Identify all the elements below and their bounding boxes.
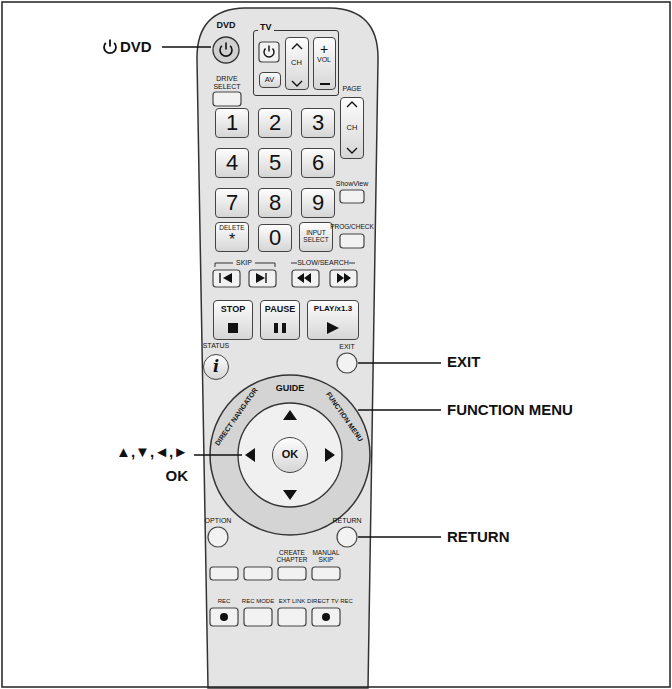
remote-button: INPUT SELECT xyxy=(299,222,333,252)
button-text: 4 xyxy=(226,151,238,174)
remote-button: 4 xyxy=(215,148,249,178)
button-text: 1 xyxy=(226,111,238,134)
button-label: REC xyxy=(218,598,231,605)
group-title: TV xyxy=(258,23,274,32)
button-label: STATUS xyxy=(203,342,230,350)
button-text: 8 xyxy=(269,191,281,214)
button-symbol xyxy=(292,44,357,153)
remote-button: 0 xyxy=(258,224,292,252)
button-label: EXIT xyxy=(339,343,355,351)
button-text: CH xyxy=(347,124,358,132)
remote-button: 5 xyxy=(258,148,292,178)
callout-label: DVD xyxy=(120,39,152,56)
button-label: PAGE xyxy=(343,85,362,93)
button-text: VOL xyxy=(317,56,331,63)
leader-line xyxy=(162,47,441,537)
remote-button: PAUSE xyxy=(260,300,300,340)
button-text: 2 xyxy=(269,111,281,134)
button-text: PAUSE xyxy=(265,305,295,314)
round-button: i xyxy=(203,354,229,380)
callout-label: EXIT xyxy=(447,354,480,371)
button-label: MANUAL SKIP xyxy=(310,549,342,563)
remote-button: +VOL xyxy=(313,37,336,90)
remote-button: PLAY/x1.3 xyxy=(307,300,359,340)
callout-power-icon xyxy=(104,40,116,54)
remote-button: 6 xyxy=(301,148,335,178)
button-text: DELETE xyxy=(219,225,244,232)
transport-symbol xyxy=(228,322,339,334)
dial-label: FUNCTION MENU xyxy=(324,391,364,444)
callout-label: RETURN xyxy=(447,529,510,546)
remote-button: AV xyxy=(259,72,281,88)
dvd-power-button xyxy=(213,37,239,63)
button-text: AV xyxy=(265,76,274,84)
small-button xyxy=(210,92,364,626)
button-label: PROG/CHECK xyxy=(330,223,374,230)
callout-label: OK xyxy=(166,468,189,485)
button-label: ShowView xyxy=(336,180,369,188)
button-label: DRIVE SELECT xyxy=(210,75,244,90)
button-label: REC MODE xyxy=(242,598,274,605)
button-label: SLOW/SEARCH xyxy=(297,259,349,267)
remote-button: 7 xyxy=(215,188,249,218)
tv-control-group: TVCH+VOLAV xyxy=(253,30,339,96)
button-label: EXT LINK xyxy=(279,598,306,605)
button-label: DVD xyxy=(216,21,235,31)
tv-power-button xyxy=(259,42,279,62)
button-label: SKIP xyxy=(236,259,252,267)
dial-label: DIRECT NAVIGATOR xyxy=(213,387,259,448)
button-text: 7 xyxy=(226,191,238,214)
button-text: + xyxy=(320,42,328,57)
callout-label: ▲,▼,◄,► xyxy=(116,444,188,461)
button-label: CREATE CHAPTER xyxy=(275,549,309,563)
button-text: STOP xyxy=(221,305,245,314)
remote-button: 8 xyxy=(258,188,292,218)
button-label: OPTION xyxy=(205,517,232,525)
button-text: i xyxy=(213,359,219,376)
button-text: 3 xyxy=(312,111,324,134)
button-text: CH xyxy=(291,59,302,67)
remote-button: STOP xyxy=(213,300,253,340)
button-text: 5 xyxy=(269,151,281,174)
remote-button: CH xyxy=(285,37,309,90)
remote-button: 2 xyxy=(258,108,292,138)
remote-button: CH xyxy=(340,97,364,159)
button-label: RETURN xyxy=(332,517,361,525)
button-text: OK xyxy=(282,449,299,461)
button-text: 6 xyxy=(312,151,324,174)
button-text: PLAY/x1.3 xyxy=(314,305,352,313)
remote-button: 1 xyxy=(215,108,249,138)
dial-label: GUIDE xyxy=(276,384,305,394)
remote-button: DELETE* xyxy=(215,222,249,252)
round-button: OK xyxy=(272,437,308,473)
button-text: * xyxy=(229,232,235,249)
button-label: DIRECT TV REC xyxy=(307,598,353,605)
button-text: INPUT SELECT xyxy=(300,230,332,244)
button-text: 9 xyxy=(312,191,324,214)
remote-body xyxy=(197,8,378,688)
button-text: 0 xyxy=(269,226,281,249)
remote-button: 9 xyxy=(301,188,335,218)
callout-label: FUNCTION MENU xyxy=(447,402,573,419)
remote-button: 3 xyxy=(301,108,335,138)
